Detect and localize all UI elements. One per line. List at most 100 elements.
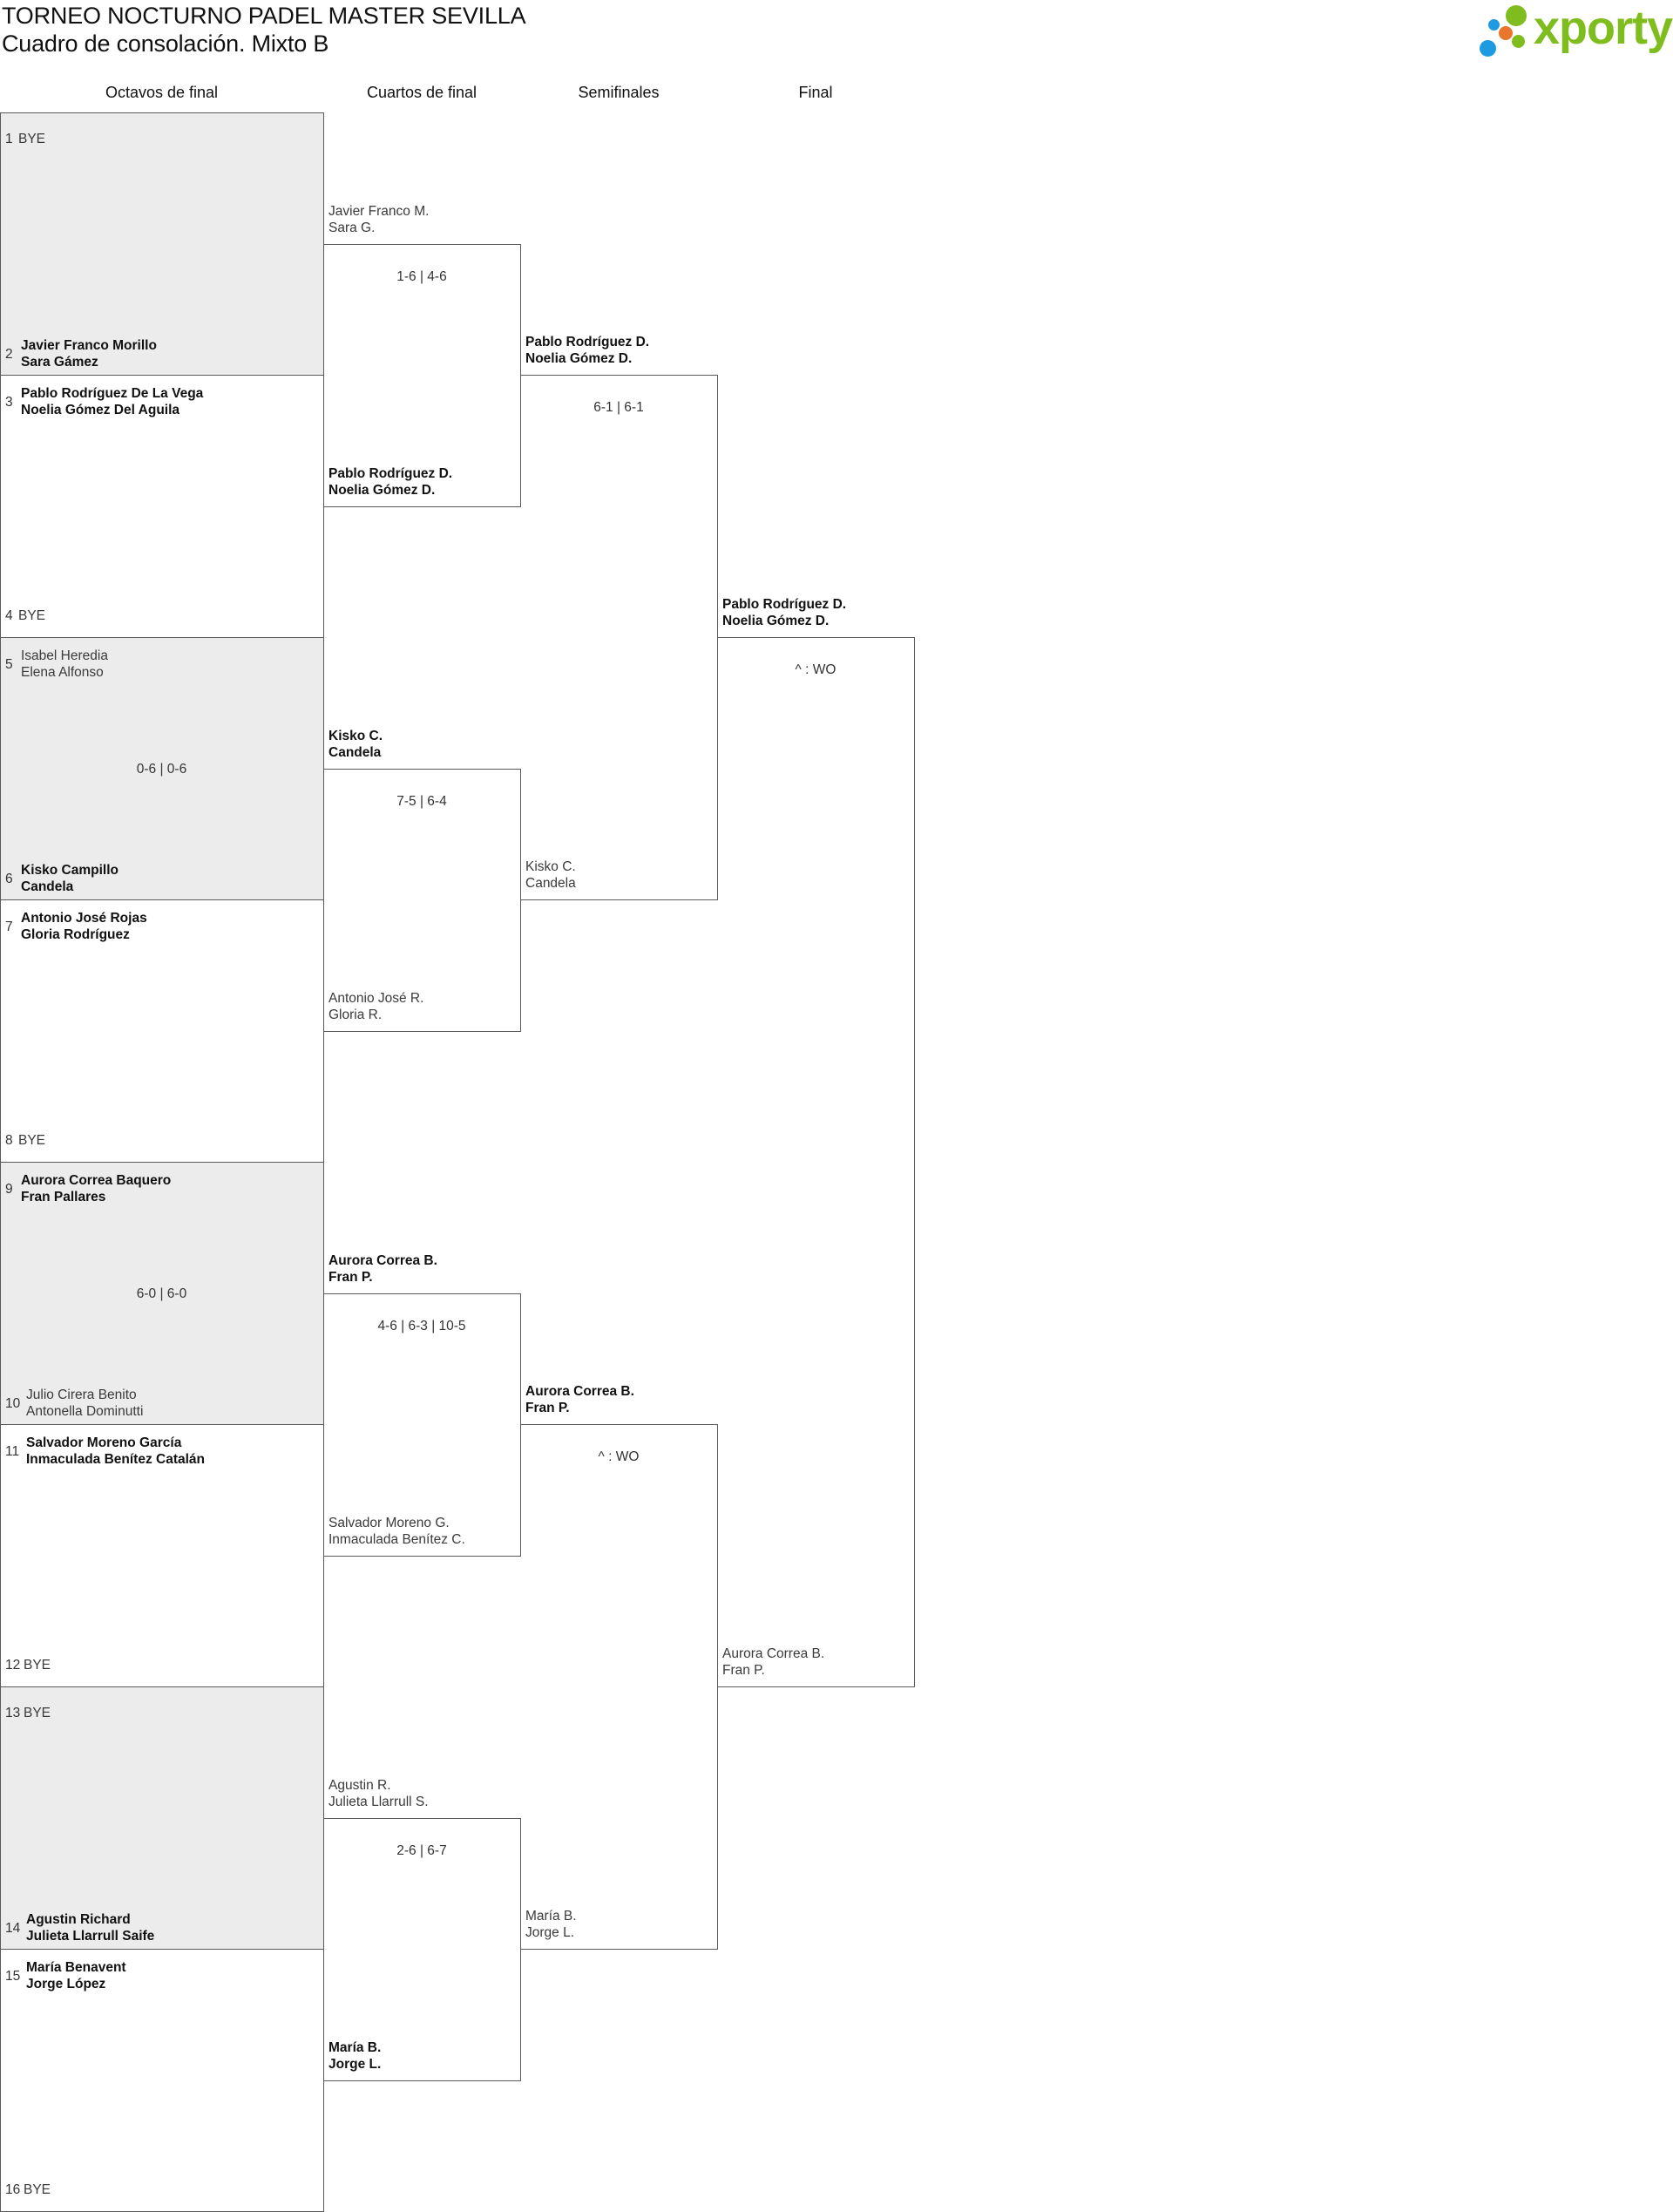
qf-connector: [323, 768, 520, 770]
player-bye: BYE: [24, 1706, 51, 1720]
seed-number: 5: [5, 657, 13, 672]
player-name: Noelia Gómez Del Aguila: [21, 403, 180, 417]
sf-connector: [520, 1424, 717, 1425]
round-label-cuartos: Cuartos de final: [366, 84, 478, 101]
match-border: [0, 1424, 1, 1686]
player-name: Aurora Correa B.: [329, 1252, 437, 1268]
match-border: [0, 112, 1, 375]
logo-dot-green-small: [1512, 35, 1525, 48]
match-border: [0, 375, 323, 376]
round-label-octavos: Octavos de final: [105, 84, 219, 101]
final-connector: [717, 637, 914, 638]
seed-number: 1: [5, 132, 13, 146]
player-name: Noelia Gómez D.: [722, 614, 830, 628]
match-border: [0, 637, 323, 638]
qf-connector: [323, 1555, 520, 1557]
player-name: Agustin R.: [329, 1777, 391, 1793]
seed-number: 10: [5, 1396, 21, 1411]
match-border: [0, 375, 1, 637]
match-border: [0, 1686, 1, 1949]
logo-dot-green-large: [1506, 5, 1527, 26]
seed-number: 15: [5, 1969, 21, 1984]
player-name: Jorge López: [26, 1977, 106, 1991]
match-score: ^ : WO: [795, 662, 836, 677]
match-shade: [1, 638, 323, 899]
match-border: [0, 1949, 1, 2211]
xporty-logo: xporty: [1480, 2, 1673, 61]
player-name: Kisko C.: [329, 728, 383, 743]
match-border: [0, 637, 1, 899]
player-name: Fran P.: [722, 1663, 765, 1678]
final-connector: [914, 637, 915, 1687]
match-score: 6-0 | 6-0: [136, 1286, 187, 1301]
player-name: Jorge L.: [525, 1925, 575, 1940]
logo-wordmark: xporty: [1534, 2, 1673, 54]
page-title: TORNEO NOCTURNO PADEL MASTER SEVILLA: [2, 3, 526, 29]
player-name: María B.: [329, 2039, 382, 2055]
match-border: [0, 1162, 323, 1163]
player-bye: BYE: [24, 2182, 51, 2197]
player-bye: BYE: [18, 1133, 46, 1148]
player-bye: BYE: [18, 132, 46, 146]
seed-number: 8: [5, 1133, 13, 1148]
player-name: Kisko C.: [525, 859, 576, 874]
player-name: Candela: [329, 744, 382, 760]
qf-connector: [323, 1817, 520, 1819]
seed-number: 13: [5, 1706, 21, 1720]
match-border: [0, 112, 323, 113]
player-name: Javier Franco Morillo: [21, 338, 157, 353]
seed-number: 6: [5, 872, 13, 886]
match-score: 7-5 | 6-4: [396, 793, 447, 809]
page-subtitle: Cuadro de consolación. Mixto B: [2, 31, 329, 57]
player-name: Elena Alfonso: [21, 665, 104, 680]
qf-connector: [323, 1293, 520, 1294]
player-name: Antonella Dominutti: [26, 1404, 144, 1419]
match-border: [0, 1949, 323, 1950]
sf-connector: [520, 375, 717, 376]
player-name: Sara Gámez: [21, 355, 98, 370]
player-name: Noelia Gómez D.: [329, 482, 436, 498]
seed-number: 2: [5, 347, 13, 362]
match-shade: [1, 113, 323, 375]
qf-connector: [323, 506, 520, 507]
logo-dot-orange: [1499, 26, 1513, 40]
player-name: Salvador Moreno G.: [329, 1515, 450, 1530]
round-label-final: Final: [798, 84, 833, 101]
match-border: [0, 1686, 323, 1687]
player-bye: BYE: [18, 608, 46, 623]
player-name: Pablo Rodríguez D.: [722, 597, 847, 612]
player-name: Fran Pallares: [21, 1190, 106, 1204]
logo-dot-blue-large: [1480, 40, 1496, 57]
player-name: Gloria R.: [329, 1007, 383, 1022]
player-name: Sara G.: [329, 220, 376, 235]
seed-number: 16: [5, 2182, 21, 2197]
player-name: Aurora Correa B.: [525, 1384, 634, 1399]
player-name: Antonio José Rojas: [21, 911, 147, 926]
match-score: 1-6 | 4-6: [396, 268, 447, 284]
player-name: Candela: [525, 876, 576, 891]
player-name: Pablo Rodríguez De La Vega: [21, 386, 204, 401]
seed-number: 4: [5, 608, 13, 623]
match-score: 0-6 | 0-6: [136, 761, 187, 777]
seed-number: 14: [5, 1921, 21, 1936]
seed-number: 7: [5, 919, 13, 934]
sf-connector: [520, 1949, 717, 1950]
final-connector: [717, 1686, 914, 1687]
player-name: Gloria Rodríguez: [21, 927, 130, 942]
player-name: Inmaculada Benítez Catalán: [26, 1452, 206, 1467]
seed-number: 11: [5, 1444, 20, 1459]
player-name: Antonio José R.: [329, 990, 424, 1006]
player-name: Pablo Rodríguez D.: [525, 335, 650, 349]
player-name: Julieta Llarrull S.: [329, 1794, 429, 1809]
sf-connector: [520, 899, 717, 900]
seed-number: 12: [5, 1658, 21, 1673]
match-shade: [1, 1687, 323, 1949]
player-name: Julieta Llarrull Saife: [26, 1929, 155, 1944]
player-name: Aurora Correa Baquero: [21, 1173, 172, 1188]
player-name: Inmaculada Benítez C.: [329, 1531, 465, 1547]
match-border: [0, 1424, 323, 1425]
player-name: Pablo Rodríguez D.: [329, 465, 453, 481]
match-border: [0, 1162, 1, 1424]
match-score: 4-6 | 6-3 | 10-5: [377, 1318, 466, 1333]
player-name: Noelia Gómez D.: [525, 351, 633, 366]
